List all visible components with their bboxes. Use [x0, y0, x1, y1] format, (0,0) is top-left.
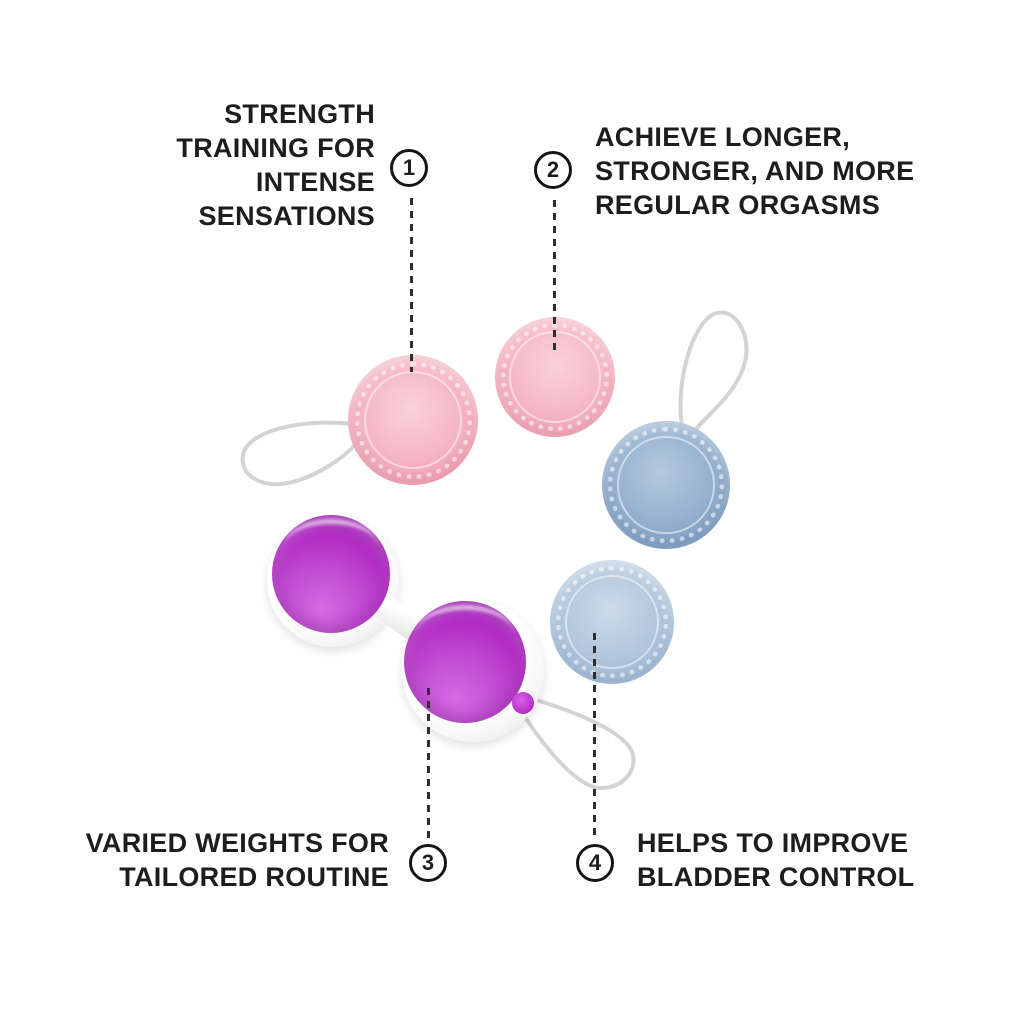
cord-attachment-bead — [512, 692, 534, 714]
ball-thread-ring — [354, 361, 472, 479]
ball-cap-seam — [363, 370, 463, 470]
purple-kegel-ball-left — [272, 515, 390, 633]
blue-kegel-ball-small — [550, 560, 674, 684]
callout-number-2: 2 — [546, 157, 560, 182]
leader-line-1 — [410, 198, 413, 372]
callout-text-3: VARIED WEIGHTS FOR TAILORED ROUTINE — [85, 828, 389, 892]
callout-text-2: ACHIEVE LONGER, STRONGER, AND MORE REGUL… — [595, 122, 915, 220]
callout-number-1: 1 — [402, 155, 416, 180]
ball-cap-seam — [617, 436, 715, 534]
blue-kegel-ball-large — [602, 421, 730, 549]
purple-kegel-ball-right — [404, 601, 526, 723]
callout-badge-2: 2 — [534, 151, 572, 189]
callout-badge-4: 4 — [576, 844, 614, 882]
ball-gloss-highlight — [414, 604, 515, 666]
blue-ball-cord-loop — [678, 310, 749, 431]
callout-number-3: 3 — [421, 850, 435, 875]
callout-text-4: HELPS TO IMPROVE BLADDER CONTROL — [637, 828, 915, 892]
ball-thread-ring — [608, 427, 724, 543]
leader-line-3 — [427, 688, 430, 838]
ball-cap-seam — [564, 574, 660, 670]
pink-ball-cord-loop — [240, 420, 360, 487]
leader-line-2 — [553, 200, 556, 353]
ball-gloss-highlight — [282, 518, 380, 578]
callout-number-4: 4 — [588, 850, 602, 875]
ball-thread-ring — [556, 566, 668, 678]
leader-line-4 — [593, 633, 596, 838]
pink-kegel-ball-large — [348, 355, 478, 485]
callout-badge-3: 3 — [409, 844, 447, 882]
callout-badge-1: 1 — [390, 149, 428, 187]
callout-text-1: STRENGTH TRAINING FOR INTENSE SENSATIONS — [176, 99, 375, 231]
purple-ball-cord-loop — [517, 695, 636, 790]
